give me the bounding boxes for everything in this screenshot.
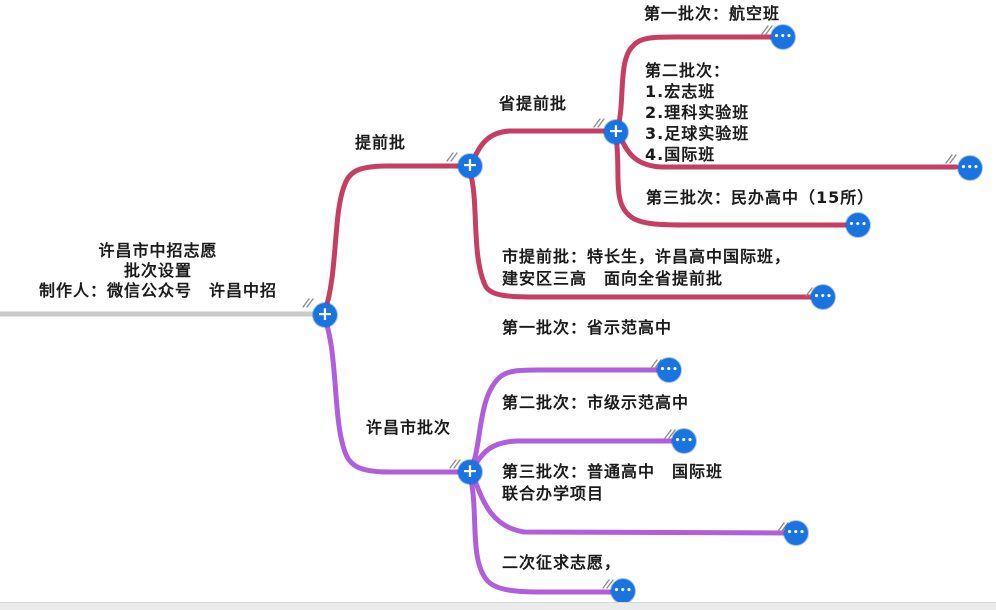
topic-label-shitiqianpi[interactable]: 市提前批：特长生，许昌高中国际班， 建安区三高 面向全省提前批 — [502, 247, 792, 288]
ellipsis-icon: ••• — [613, 585, 633, 596]
more-node-city-batch4[interactable]: ••• — [611, 579, 635, 603]
expand-node-xuchang-batches[interactable]: + — [458, 460, 482, 484]
topic-label-sheng-batch3[interactable]: 第三批次：民办高中（15所） — [646, 188, 875, 207]
branch-line-city-batch1 — [469, 367, 660, 470]
slash-mark-icon — [593, 118, 605, 128]
topic-label-city-batch3[interactable]: 第三批次：普通高中 国际班 联合办学项目 — [502, 462, 724, 503]
ellipsis-icon: ••• — [960, 162, 980, 173]
topic-label-xuchang-batches[interactable]: 许昌市批次 — [366, 418, 452, 437]
ellipsis-icon: ••• — [848, 219, 868, 230]
topic-label-city-batch2[interactable]: 第二批次：市级示范高中 — [502, 393, 690, 412]
branch-line-root-to-tiqianpi — [322, 163, 469, 314]
ellipsis-icon: ••• — [786, 527, 806, 538]
slash-mark-icon — [446, 152, 458, 162]
expand-node-root[interactable]: + — [313, 303, 337, 327]
branch-line-sheng-batch3 — [613, 134, 849, 228]
branch-line-tiqianpi-to-shengtiqianpi — [470, 128, 607, 164]
expand-node-tiqianpi[interactable]: + — [458, 154, 482, 178]
more-node-sheng-batch3[interactable]: ••• — [846, 213, 870, 237]
topic-label-city-batch4[interactable]: 二次征求志愿， — [502, 553, 622, 572]
branch-line-city-batch3 — [471, 475, 788, 536]
plus-icon: + — [462, 153, 478, 176]
ellipsis-icon: ••• — [674, 435, 694, 446]
branch-line-city-batch2 — [472, 438, 675, 468]
branch-line-root-to-xuchang — [322, 316, 460, 475]
expand-node-shengtiqianpi[interactable]: + — [604, 120, 628, 144]
slash-mark-icon — [449, 459, 461, 469]
more-node-sheng-batch1[interactable]: ••• — [771, 25, 795, 49]
topic-label-city-batch1[interactable]: 第一批次：省示范高中 — [502, 318, 673, 337]
ellipsis-icon: ••• — [813, 291, 833, 302]
slash-mark-icon — [302, 298, 314, 308]
ellipsis-icon: ••• — [659, 364, 679, 375]
plus-icon: + — [608, 119, 624, 142]
ellipsis-icon: ••• — [773, 31, 793, 42]
slash-mark-icon — [945, 154, 957, 164]
branch-line-city-batch4 — [468, 477, 615, 595]
topic-label-tiqianpi[interactable]: 提前批 — [355, 133, 407, 152]
topic-label-shengtiqianpi[interactable]: 省提前批 — [499, 94, 568, 113]
plus-icon: + — [317, 302, 333, 325]
topic-label-sheng-batch2[interactable]: 第二批次： 1.宏志班 2.理科实验班 3.足球实验班 4.国际班 — [645, 61, 750, 164]
slash-mark-icon — [602, 579, 614, 589]
canvas-bottom-edge — [0, 602, 996, 610]
branch-line-tiqianpi-to-shitiqianpi — [467, 169, 815, 300]
topic-label-sheng-batch1[interactable]: 第一批次：航空班 — [644, 4, 781, 23]
branch-line-sheng-batch1 — [615, 34, 775, 130]
more-node-shitiqianpi[interactable]: ••• — [811, 285, 835, 309]
plus-icon: + — [462, 459, 478, 482]
more-node-city-batch3[interactable]: ••• — [784, 521, 808, 545]
root-topic-label[interactable]: 许昌市中招志愿 批次设置 制作人：微信公众号 许昌中招 — [38, 241, 277, 300]
more-node-city-batch1[interactable]: ••• — [657, 358, 681, 382]
more-node-sheng-batch2[interactable]: ••• — [958, 156, 982, 180]
slash-mark-icon — [761, 25, 773, 35]
slash-mark-icon — [664, 429, 676, 439]
more-node-city-batch2[interactable]: ••• — [672, 429, 696, 453]
